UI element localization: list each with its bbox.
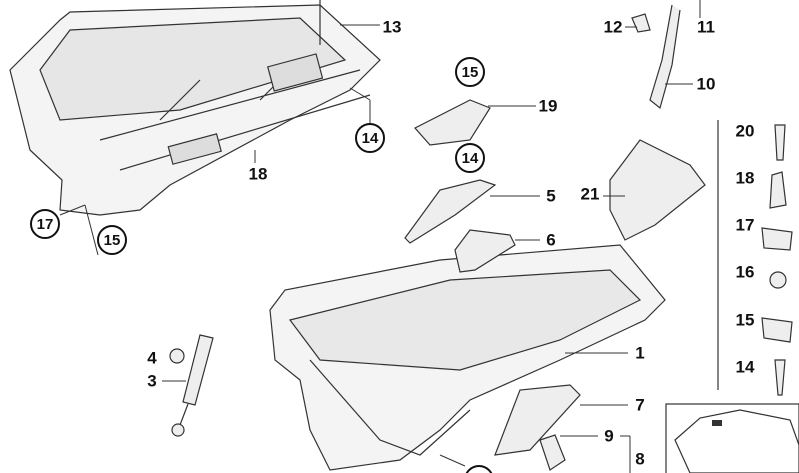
bushing-part [169,348,185,364]
lock-part [609,139,706,241]
callout-13: 13 [382,17,402,37]
callout-1: 1 [635,343,645,363]
callout-14-circled: 14 [355,123,385,153]
callout-9: 9 [604,426,614,446]
bracket-part [414,99,491,146]
callout-12: 12 [603,17,623,37]
callout-19: 19 [538,96,558,116]
part-6 [454,229,516,273]
callout-15-circled: 15 [97,225,127,255]
callout-4: 4 [147,348,157,368]
handle-part [494,384,581,456]
callout-3: 3 [147,371,157,391]
callout-20: 20 [735,121,755,141]
part-5 [404,179,497,244]
callout-18: 18 [735,168,755,188]
callout-17-circled: 17 [30,209,60,239]
callout-15-circled: 15 [455,57,485,87]
hardware-column [717,120,793,396]
callout-6: 6 [546,230,556,250]
clip-part [631,13,651,33]
callout-14: 14 [735,357,755,377]
strap-part [649,4,681,110]
callout-5: 5 [546,186,556,206]
callout-10: 10 [696,74,716,94]
callout-14-circled: 14 [455,143,485,173]
callout-11: 11 [697,17,715,37]
callout-8: 8 [635,449,645,469]
callout-17: 17 [735,215,755,235]
callout-16: 16 [735,262,755,282]
upper-tray-part [9,0,381,216]
callout-21: 21 [580,184,600,204]
callout-7: 7 [635,395,645,415]
gas-strut-part [182,334,214,406]
callout-18: 18 [248,164,268,184]
car-thumbnail-icon [674,409,799,473]
pin-part [539,434,566,471]
callout-15: 15 [735,310,755,330]
